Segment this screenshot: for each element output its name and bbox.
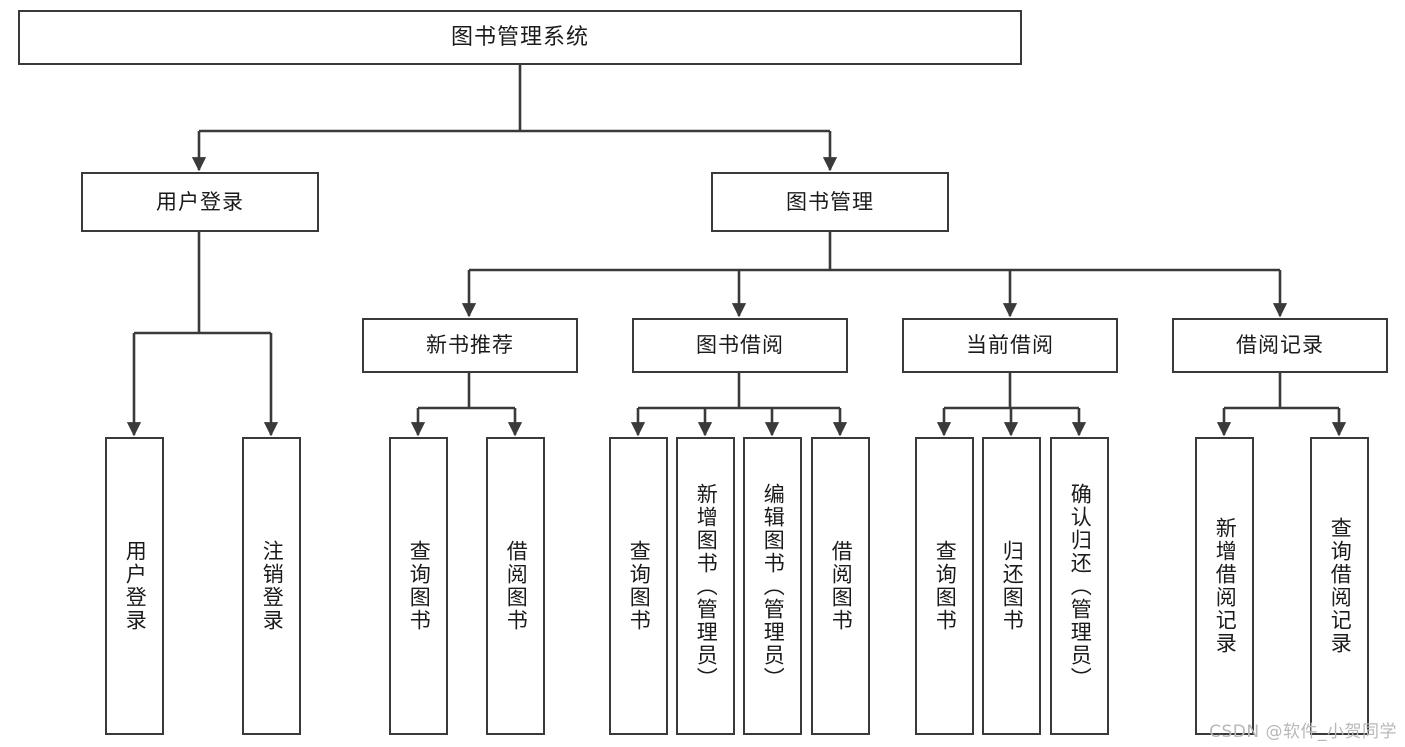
node-borrow-record[interactable]: 借阅记录 <box>1172 318 1388 373</box>
node-label: 借阅图书 <box>829 540 854 632</box>
leaf-add-borrow-record[interactable]: 新增借阅记录 <box>1195 437 1254 735</box>
leaf-add-book[interactable]: 新增图书（管理员） <box>676 437 735 735</box>
node-label: 借阅记录 <box>1236 333 1324 358</box>
node-user-login[interactable]: 用户登录 <box>81 172 319 232</box>
node-label: 图书管理系统 <box>450 24 589 50</box>
node-label: 借阅图书 <box>504 540 529 632</box>
leaf-confirm-return[interactable]: 确认归还（管理员） <box>1050 437 1109 735</box>
node-book-management[interactable]: 图书管理 <box>711 172 949 232</box>
node-label: 新增借阅记录 <box>1213 517 1238 655</box>
node-current-borrow[interactable]: 当前借阅 <box>902 318 1118 373</box>
node-label: 查询图书 <box>933 540 958 632</box>
node-label: 用户登录 <box>123 540 148 632</box>
node-root-book-management-system[interactable]: 图书管理系统 <box>18 10 1022 65</box>
node-label: 图书管理 <box>786 189 874 214</box>
leaf-borrow-book[interactable]: 借阅图书 <box>811 437 870 735</box>
node-label: 新书推荐 <box>426 333 514 358</box>
node-label: 查询图书 <box>627 540 652 632</box>
leaf-logout-login[interactable]: 注销登录 <box>242 437 301 735</box>
csdn-watermark: CSDN @软件_小贺同学 <box>1209 722 1397 742</box>
leaf-user-login[interactable]: 用户登录 <box>105 437 164 735</box>
node-label: 归还图书 <box>1000 540 1025 632</box>
node-label: 查询图书 <box>407 540 432 632</box>
leaf-query-borrow-record[interactable]: 查询借阅记录 <box>1310 437 1369 735</box>
node-label: 新增图书（管理员） <box>694 482 719 690</box>
node-label: 注销登录 <box>260 540 285 632</box>
node-label: 用户登录 <box>156 189 244 214</box>
node-label: 查询借阅记录 <box>1328 517 1353 655</box>
leaf-query-book-recommend[interactable]: 查询图书 <box>389 437 448 735</box>
leaf-query-book-borrow[interactable]: 查询图书 <box>609 437 668 735</box>
leaf-borrow-book-recommend[interactable]: 借阅图书 <box>486 437 545 735</box>
node-label: 图书借阅 <box>696 333 784 358</box>
leaf-edit-book[interactable]: 编辑图书（管理员） <box>743 437 802 735</box>
node-label: 当前借阅 <box>966 333 1054 358</box>
leaf-query-book-current[interactable]: 查询图书 <box>915 437 974 735</box>
node-label: 编辑图书（管理员） <box>761 482 786 690</box>
leaf-return-book[interactable]: 归还图书 <box>982 437 1041 735</box>
node-label: 确认归还（管理员） <box>1068 482 1093 690</box>
node-new-book-recommend[interactable]: 新书推荐 <box>362 318 578 373</box>
node-book-borrow[interactable]: 图书借阅 <box>632 318 848 373</box>
